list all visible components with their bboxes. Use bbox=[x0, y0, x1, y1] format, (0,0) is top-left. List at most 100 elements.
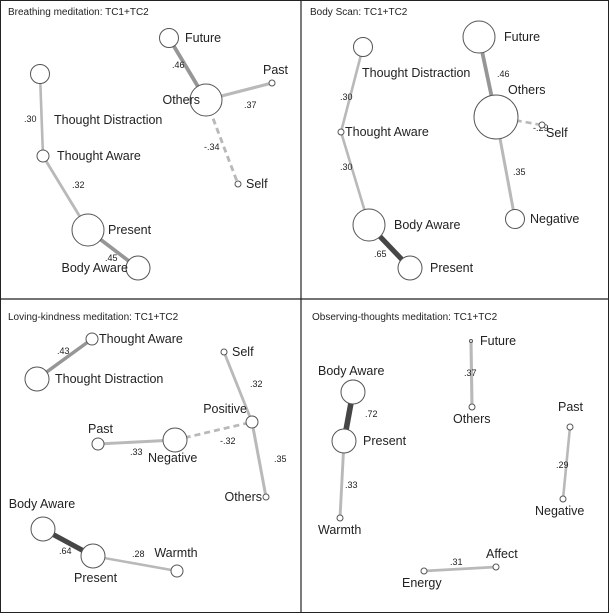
edge-past-negative bbox=[561, 426, 572, 500]
node-label-past: Past bbox=[88, 422, 114, 436]
node-future bbox=[462, 20, 496, 54]
edge-weight-label: .45 bbox=[105, 253, 118, 263]
node-label-self: Self bbox=[246, 177, 268, 191]
node-warmth bbox=[336, 514, 344, 522]
edge-energy-affect bbox=[423, 565, 497, 573]
node-label-thought-distraction: Thought Distraction bbox=[54, 113, 162, 127]
node-others bbox=[262, 493, 270, 501]
node-label-others: Others bbox=[162, 93, 200, 107]
node-body-aware bbox=[30, 516, 56, 542]
node-label-present: Present bbox=[363, 434, 407, 448]
node-body-aware bbox=[352, 208, 386, 242]
edge-weight-label: .35 bbox=[513, 167, 526, 177]
edge-positive-others bbox=[250, 421, 268, 498]
node-past bbox=[566, 423, 574, 431]
node-present bbox=[397, 255, 423, 281]
edge-weight-label: .64 bbox=[59, 546, 72, 556]
node-affect bbox=[492, 563, 500, 571]
edge-weight-label: .32 bbox=[72, 180, 85, 190]
node-label-thought-aware: Thought Aware bbox=[99, 332, 183, 346]
node-label-affect: Affect bbox=[486, 547, 518, 561]
node-self bbox=[234, 180, 242, 188]
panel-body-scan: Body Scan: TC1+TC2 .30.30.65.46-.29.35Th… bbox=[310, 7, 579, 281]
edge-weight-label: .33 bbox=[345, 480, 358, 490]
edge-weight-label: .30 bbox=[340, 92, 353, 102]
edge-future-others bbox=[469, 340, 474, 408]
node-label-others: Others bbox=[508, 83, 546, 97]
node-others bbox=[473, 94, 519, 140]
edge-weight-label: .31 bbox=[450, 557, 463, 567]
panel-title: Body Scan: TC1+TC2 bbox=[310, 7, 408, 18]
edge-weight-label: .33 bbox=[130, 447, 143, 457]
panel-title: Observing-thoughts meditation: TC1+TC2 bbox=[312, 312, 498, 323]
node-label-present: Present bbox=[108, 223, 152, 237]
node-label-negative: Negative bbox=[530, 212, 579, 226]
node-label-present: Present bbox=[74, 571, 118, 585]
node-body-aware bbox=[340, 379, 366, 405]
node-label-thought-aware: Thought Aware bbox=[345, 125, 429, 139]
edge-present-warmth bbox=[92, 554, 178, 573]
node-label-past: Past bbox=[558, 400, 584, 414]
node-energy bbox=[420, 567, 428, 575]
edge-weight-label: .30 bbox=[24, 114, 37, 124]
node-self bbox=[538, 121, 546, 129]
panel-observing-thoughts: Observing-thoughts meditation: TC1+TC2 .… bbox=[312, 312, 584, 590]
edge-self-positive bbox=[222, 351, 254, 423]
node-self bbox=[220, 348, 228, 356]
edge-weight-label: .72 bbox=[365, 409, 378, 419]
edge-past-negative bbox=[97, 438, 176, 446]
node-label-self: Self bbox=[232, 345, 254, 359]
edge-weight-label: .65 bbox=[374, 249, 387, 259]
panel-title: Loving-kindness meditation: TC1+TC2 bbox=[8, 312, 179, 323]
node-label-others: Others bbox=[453, 412, 491, 426]
node-present bbox=[80, 543, 106, 569]
edge-negative-positive bbox=[174, 420, 253, 442]
node-present bbox=[331, 428, 357, 454]
node-thought-distraction bbox=[353, 37, 373, 57]
edge-weight-label: -.34 bbox=[204, 142, 220, 152]
edge-thought-distraction-thought-aware bbox=[38, 73, 45, 157]
node-label-self: Self bbox=[546, 126, 568, 140]
node-others bbox=[189, 83, 223, 117]
node-negative bbox=[559, 495, 567, 503]
panel-breathing: Breathing meditation: TC1+TC2 .30.32.45.… bbox=[8, 7, 289, 281]
node-label-thought-distraction: Thought Distraction bbox=[362, 66, 470, 80]
node-warmth bbox=[170, 564, 184, 578]
edge-weight-label: .37 bbox=[464, 368, 477, 378]
edge-weight-label: .28 bbox=[132, 549, 145, 559]
node-label-present: Present bbox=[430, 261, 474, 275]
node-label-future: Future bbox=[185, 31, 221, 45]
node-future bbox=[159, 28, 179, 48]
node-positive bbox=[245, 415, 259, 429]
node-label-body-aware: Body Aware bbox=[318, 364, 385, 378]
node-label-thought-distraction: Thought Distraction bbox=[55, 372, 163, 386]
node-thought-aware bbox=[85, 332, 99, 346]
edge-weight-label: .43 bbox=[57, 346, 70, 356]
node-label-negative: Negative bbox=[535, 504, 584, 518]
node-negative bbox=[505, 209, 525, 229]
node-thought-distraction bbox=[30, 64, 50, 84]
node-past bbox=[268, 79, 276, 87]
edge-weight-label: .37 bbox=[244, 100, 257, 110]
node-label-body-aware: Body Aware bbox=[62, 261, 129, 275]
node-label-warmth: Warmth bbox=[154, 546, 197, 560]
node-thought-aware bbox=[36, 149, 50, 163]
node-thought-distraction bbox=[24, 366, 50, 392]
node-label-past: Past bbox=[263, 63, 289, 77]
node-label-future: Future bbox=[504, 30, 540, 44]
node-thought-aware bbox=[337, 128, 345, 136]
edge-weight-label: .32 bbox=[250, 379, 263, 389]
node-others bbox=[468, 403, 476, 411]
node-label-body-aware: Body Aware bbox=[9, 497, 76, 511]
edge-weight-label: -.32 bbox=[220, 436, 236, 446]
edge-weight-label: .29 bbox=[556, 460, 569, 470]
node-label-body-aware: Body Aware bbox=[394, 218, 461, 232]
edge-weight-label: .46 bbox=[497, 69, 510, 79]
node-past bbox=[91, 437, 105, 451]
edge-weight-label: .35 bbox=[274, 454, 287, 464]
node-body-aware bbox=[125, 255, 151, 281]
edge-weight-label: .30 bbox=[340, 162, 353, 172]
node-label-others: Others bbox=[224, 490, 262, 504]
node-negative bbox=[162, 427, 188, 453]
edge-weight-label: .46 bbox=[172, 60, 185, 70]
